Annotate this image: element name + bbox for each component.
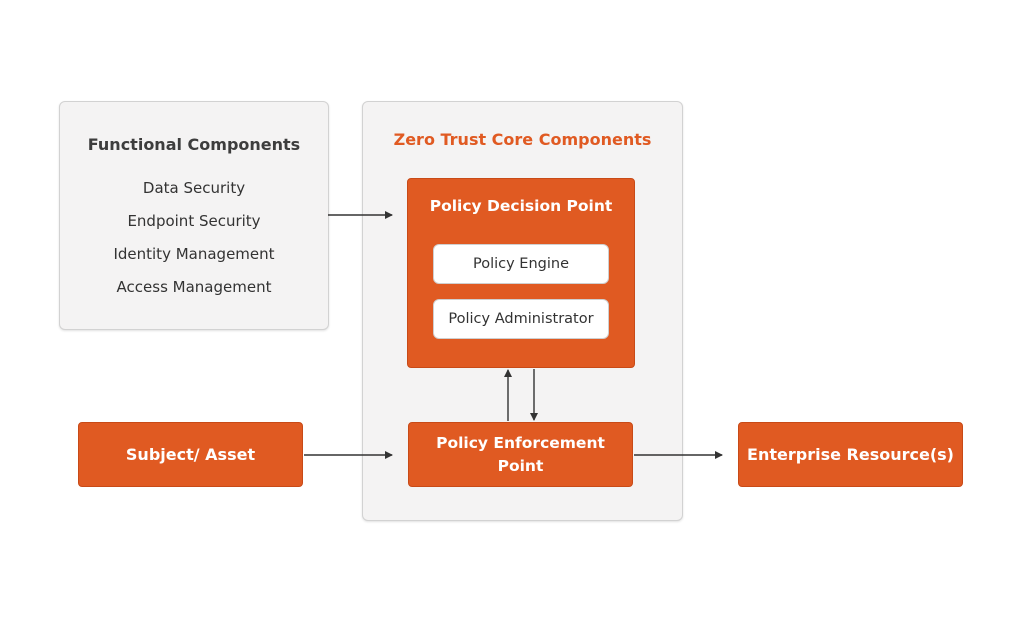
functional-item-identity-management: Identity Management bbox=[113, 245, 275, 263]
policy-engine-box: Policy Engine bbox=[433, 244, 609, 284]
functional-item-endpoint-security: Endpoint Security bbox=[127, 212, 261, 230]
enterprise-resources-box: Enterprise Resource(s) bbox=[738, 422, 963, 487]
zero-trust-core-title: Zero Trust Core Components bbox=[393, 130, 652, 149]
policy-decision-point-title: Policy Decision Point bbox=[429, 197, 613, 215]
subject-asset-box: Subject/ Asset bbox=[78, 422, 303, 487]
functional-components-panel: Functional Components Data Security Endp… bbox=[59, 101, 329, 330]
functional-item-data-security: Data Security bbox=[142, 179, 246, 197]
functional-item-access-management: Access Management bbox=[116, 278, 272, 296]
policy-decision-point-box: Policy Decision Point Policy Engine Poli… bbox=[407, 178, 635, 368]
policy-enforcement-point-box: Policy Enforcement Point bbox=[408, 422, 633, 487]
policy-administrator-box: Policy Administrator bbox=[433, 299, 609, 339]
functional-components-title: Functional Components bbox=[87, 135, 301, 154]
